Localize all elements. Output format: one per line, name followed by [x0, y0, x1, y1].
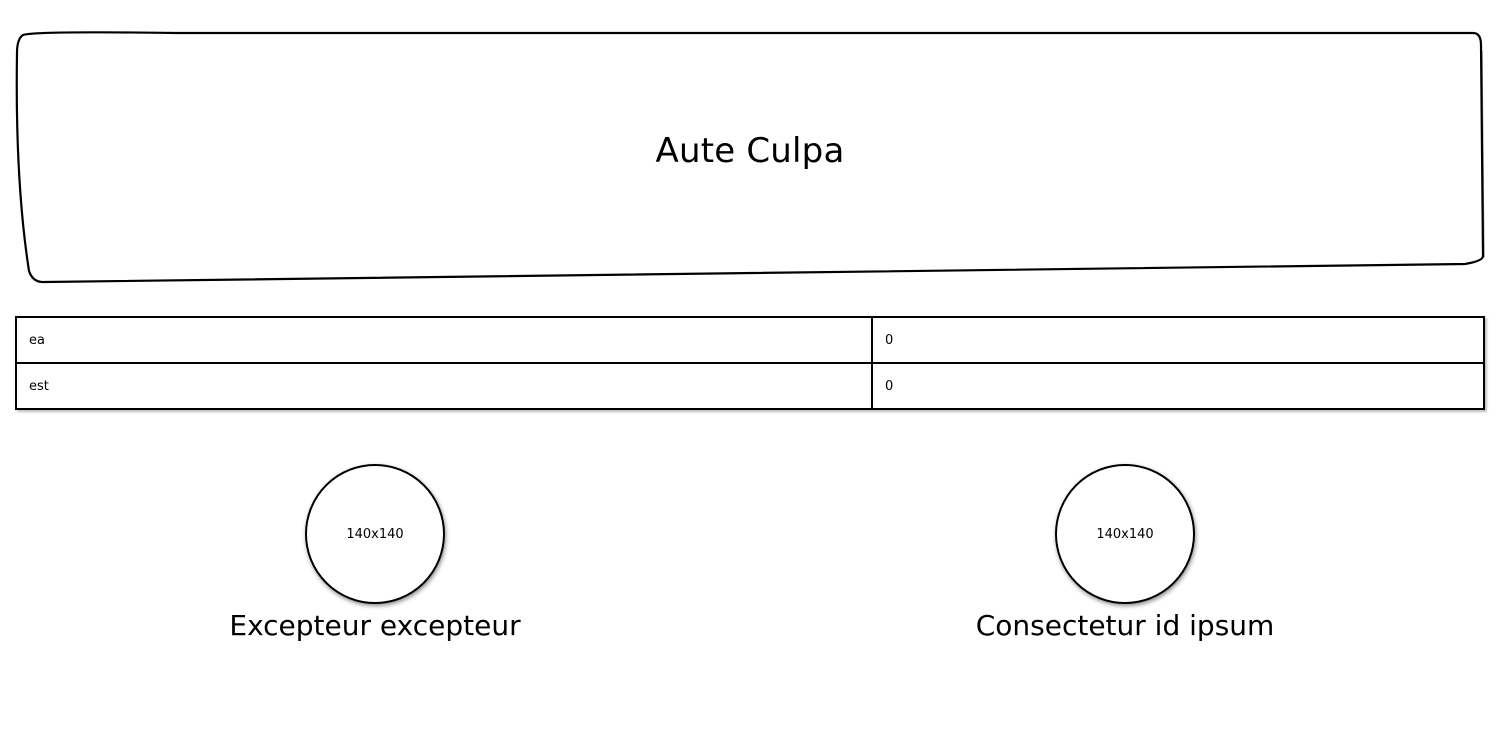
profile-caption: Consectetur id ipsum: [975, 609, 1275, 642]
avatar-placeholder-label: 140x140: [346, 526, 404, 542]
hero-title: Aute Culpa: [655, 131, 845, 171]
hero-frame: [15, 31, 1485, 284]
avatar-placeholder: 140x140: [305, 464, 445, 604]
profile-caption: Excepteur excepteur: [229, 609, 521, 642]
table-row: ea 0: [15, 316, 1485, 364]
avatar-placeholder-label: 140x140: [1096, 526, 1154, 542]
table-cell-value: 0: [871, 316, 1485, 364]
table-cell-key: ea: [15, 316, 873, 364]
profile-card: 140x140 Excepteur excepteur: [175, 464, 575, 644]
table-cell-value: 0: [871, 362, 1485, 410]
data-table: ea 0 est 0: [15, 316, 1485, 410]
table-cell-key: est: [15, 362, 873, 410]
table-row: est 0: [15, 362, 1485, 410]
hero-banner: Aute Culpa: [15, 31, 1485, 285]
avatar-placeholder: 140x140: [1055, 464, 1195, 604]
profile-card: 140x140 Consectetur id ipsum: [925, 464, 1325, 644]
